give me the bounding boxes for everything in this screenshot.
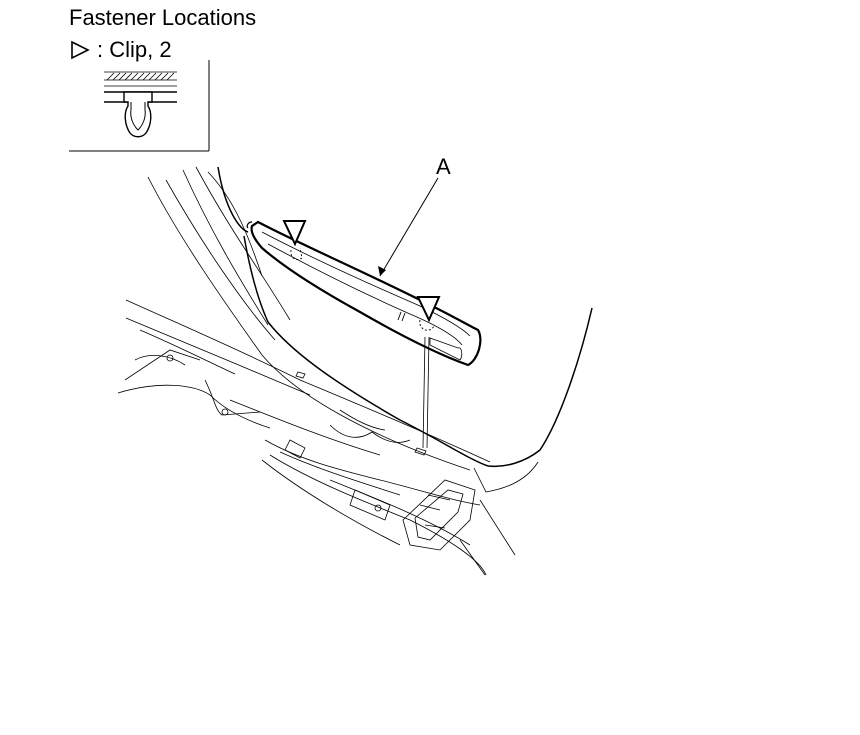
vehicle-body-structure: [117, 166, 516, 576]
clip-alignment-line: [422, 336, 430, 449]
clip-detail-inset: [69, 60, 210, 152]
trim-panel-a: [246, 220, 482, 367]
clip-marker-1: [282, 220, 307, 247]
quarter-panel-outline: [217, 166, 593, 493]
callout-a-label: A: [436, 154, 451, 179]
legend-clip-label: : Clip, 2: [97, 37, 172, 62]
clip-marker-icon: [71, 40, 90, 60]
callout-a-arrowhead: [378, 266, 386, 276]
clip-marker-2: [416, 296, 441, 323]
callout-a-leader: [379, 177, 439, 277]
diagram-title: Fastener Locations: [69, 5, 257, 30]
legend-clip: : Clip, 2: [69, 36, 172, 64]
